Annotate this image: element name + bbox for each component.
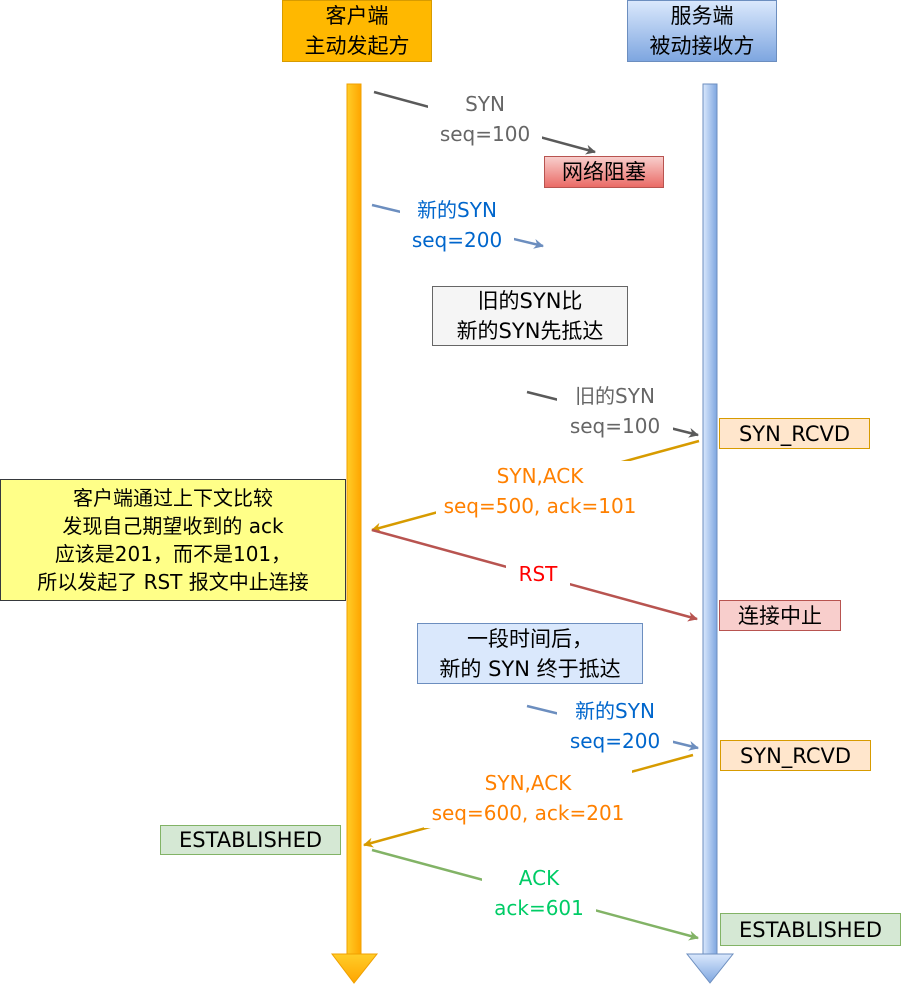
synack-label-2: SYN,ACK seq=600, ack=201 <box>424 768 632 828</box>
new-syn-label-2-line2: seq=200 <box>569 729 661 753</box>
server-state-abort: 连接中止 <box>719 600 841 631</box>
old-syn-label-1: SYN seq=100 <box>428 89 542 149</box>
server-state-established: ESTABLISHED <box>720 913 901 946</box>
after-while-line2: 新的 SYN 终于抵达 <box>439 656 621 681</box>
old-before-new-line1: 旧的SYN比 <box>477 289 583 313</box>
client-header: 客户端 主动发起方 <box>282 0 432 62</box>
client-note-line3: 应该是201，而不是101， <box>54 542 292 566</box>
client-lifeline <box>330 83 379 984</box>
new-syn-label-1-line1: 新的SYN <box>417 198 497 222</box>
synack-label-2-line2: seq=600, ack=201 <box>431 801 625 825</box>
server-lifeline <box>685 83 735 984</box>
old-syn-label-2: 旧的SYN seq=100 <box>557 381 673 441</box>
server-header-line2: 被动接收方 <box>649 34 755 58</box>
synack-label-1-line1: SYN,ACK <box>496 464 584 488</box>
server-state-syn-rcvd-1: SYN_RCVD <box>719 418 870 449</box>
client-note-line1: 客户端通过上下文比较 <box>73 486 273 510</box>
new-syn-label-2: 新的SYN seq=200 <box>557 696 673 756</box>
synack-label-1: SYN,ACK seq=500, ack=101 <box>436 461 644 521</box>
client-explanation-note: 客户端通过上下文比较 发现自己期望收到的 ack 应该是201，而不是101， … <box>0 479 346 601</box>
ack-label-line1: ACK <box>518 866 560 890</box>
old-syn-label-2-line2: seq=100 <box>569 414 661 438</box>
client-note-line4: 所以发起了 RST 报文中止连接 <box>37 570 309 594</box>
synack-label-1-line2: seq=500, ack=101 <box>443 494 637 518</box>
synack-label-2-line1: SYN,ACK <box>484 771 572 795</box>
after-while-note: 一段时间后， 新的 SYN 终于抵达 <box>417 623 643 684</box>
client-note-line2: 发现自己期望收到的 ack <box>62 514 284 538</box>
after-while-line1: 一段时间后， <box>467 626 593 651</box>
rst-label: RST <box>506 559 570 589</box>
old-before-new-note: 旧的SYN比 新的SYN先抵达 <box>432 286 628 346</box>
server-header-line1: 服务端 <box>670 4 734 28</box>
client-header-line1: 客户端 <box>325 4 389 28</box>
new-syn-label-2-line1: 新的SYN <box>575 699 655 723</box>
server-state-syn-rcvd-2: SYN_RCVD <box>720 740 871 771</box>
client-state-established: ESTABLISHED <box>160 825 341 855</box>
client-header-line2: 主动发起方 <box>304 34 410 58</box>
rst-label-text: RST <box>518 562 558 586</box>
new-syn-label-1-line2: seq=200 <box>411 228 503 252</box>
old-before-new-line2: 新的SYN先抵达 <box>456 319 604 343</box>
server-header: 服务端 被动接收方 <box>627 0 777 62</box>
new-syn-label-1: 新的SYN seq=200 <box>400 195 514 255</box>
ack-label-line2: ack=601 <box>494 896 584 920</box>
old-syn-label-2-line1: 旧的SYN <box>575 384 655 408</box>
old-syn-label-1-line2: seq=100 <box>439 122 531 146</box>
old-syn-label-1-line1: SYN <box>465 92 505 116</box>
blocked-note: 网络阻塞 <box>544 156 664 188</box>
ack-label: ACK ack=601 <box>482 863 596 923</box>
